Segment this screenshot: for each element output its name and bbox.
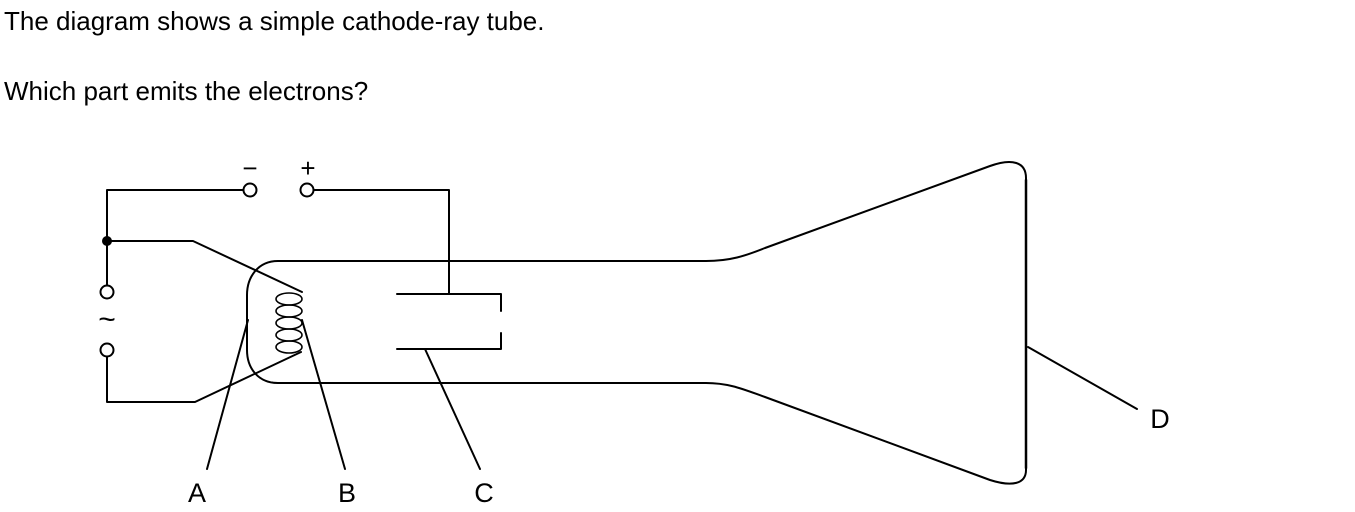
positive-wire [313,189,450,295]
label-a: A [188,478,206,508]
leader-line-d [1027,346,1138,410]
ac-supply-wire-bottom [106,356,109,403]
leader-line-a [206,319,249,470]
ac-symbol: ~ [98,303,116,336]
tube-envelope [246,161,1027,485]
negative-terminal [242,182,258,198]
label-d: D [1150,404,1170,434]
negative-wire [106,189,244,242]
positive-terminal [299,182,315,198]
leader-line-c [424,348,481,470]
filament-coil [275,292,303,354]
question-stem: The diagram shows a simple cathode-ray t… [4,6,545,36]
ac-terminal-top [99,284,115,300]
heater-wire-top [106,240,303,293]
label-c: C [474,478,494,508]
leader-line-b [301,319,346,470]
junction-dot [102,236,112,246]
ac-terminal-bottom [99,342,115,358]
heater-wire-bottom [107,351,302,403]
label-b: B [338,478,356,508]
anode [396,293,502,350]
negative-sign: − [242,153,257,183]
question-prompt: Which part emits the electrons? [4,76,369,106]
positive-sign: + [300,153,315,183]
